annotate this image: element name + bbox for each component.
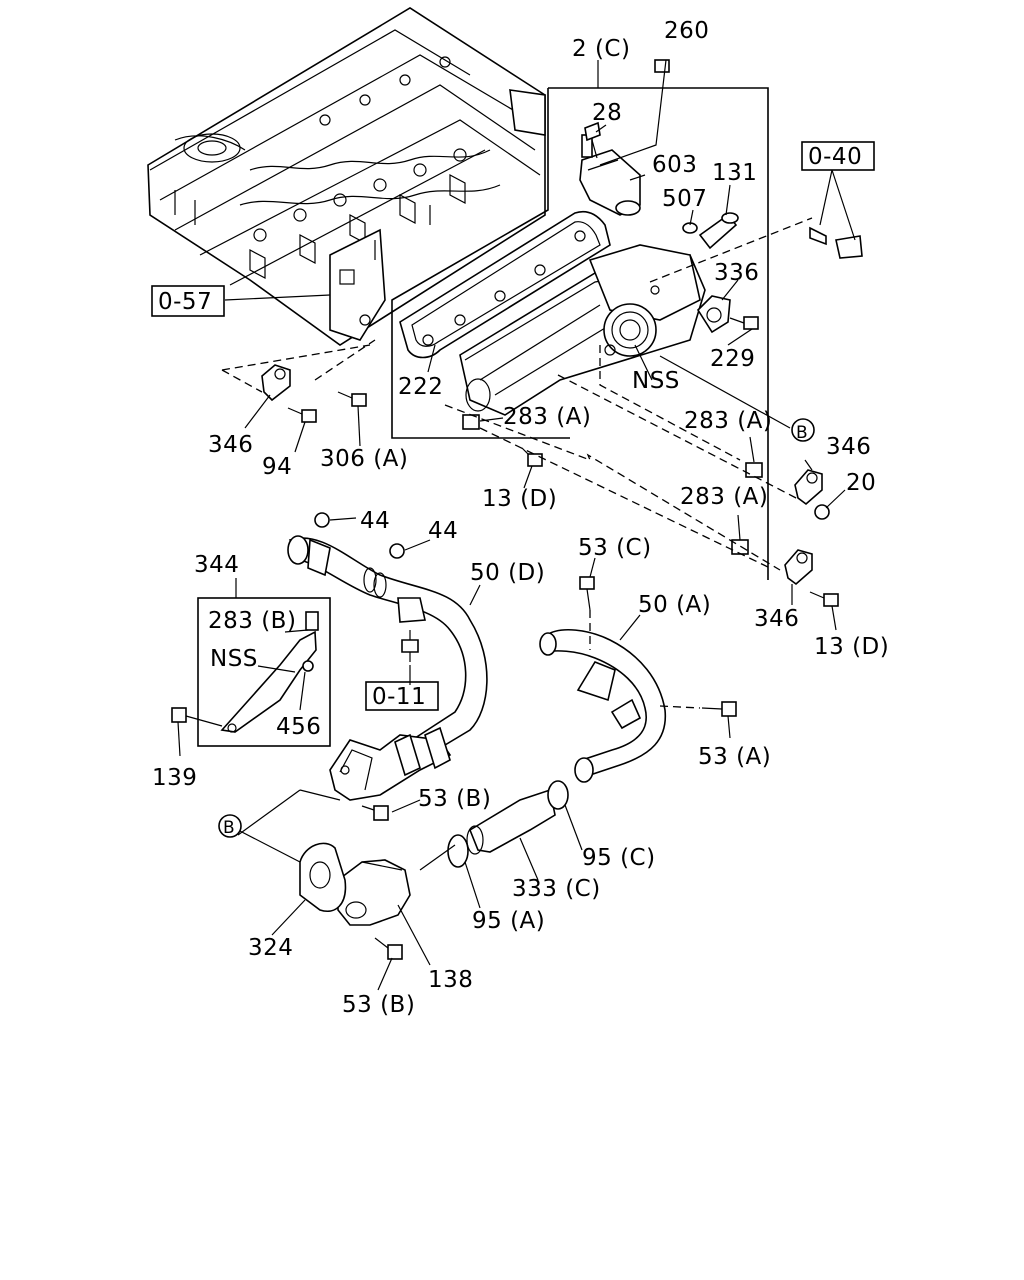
bolt-94 [287,407,317,423]
label-260: 260 [664,18,709,44]
label-44-1: 44 [360,508,390,534]
bolt-13d-lower [809,591,839,607]
bolt-53a [701,701,737,717]
label-603: 603 [652,152,697,178]
box-0-57 [151,285,225,317]
label-344: 344 [194,552,239,578]
egr-pipe-50a [539,629,667,783]
clip-346-lower [784,549,813,586]
label-95c: 95 (C) [582,845,656,871]
label-28: 28 [592,100,622,126]
bolt-53b-lower [374,937,403,960]
clip-346-left [261,364,291,402]
label-283a-1: 283 (A) [503,404,591,430]
label-346-2: 346 [826,434,871,460]
ref-circle-b-2 [218,814,242,838]
label-2c: 2 (C) [572,36,630,62]
fitting-0-40 [809,226,863,259]
spacer-283a-2 [745,462,763,478]
label-0-11: 0-11 [372,684,426,710]
flange-pipe-138 [337,859,411,926]
label-283b: 283 (B) [208,608,296,634]
label-20: 20 [846,470,876,496]
label-50d: 50 (D) [470,560,545,586]
label-0-40: 0-40 [808,144,862,170]
label-456: 456 [276,714,321,740]
label-95a: 95 (A) [472,908,545,934]
thermostat-336 [696,295,731,334]
bolt-53c [579,576,595,611]
stud-0-11 [401,630,419,662]
label-507: 507 [662,186,707,212]
upper-leader-lines [224,59,856,631]
label-94: 94 [262,454,292,480]
bolt-28 [584,121,601,159]
bracket-group-344 [197,597,331,747]
box-0-11 [365,681,439,711]
label-53b-2: 53 (B) [342,992,415,1018]
label-b-ref-2: B [223,818,235,838]
label-b-ref-1: B [796,423,808,443]
label-53b-1: 53 (B) [418,786,491,812]
lower-leader-lines [177,517,731,991]
label-53a: 53 (A) [698,744,771,770]
label-50a: 50 (A) [638,592,711,618]
hose-333c [466,788,556,855]
callout-labels: 2 (C) 260 28 603 131 507 0-40 336 229 0-… [151,18,889,1018]
label-333c: 333 (C) [512,876,601,902]
label-nss-bracket: NSS [210,646,258,672]
label-336: 336 [714,260,759,286]
label-346-1: 346 [208,432,253,458]
egr-gasket-222 [399,210,611,359]
bolt-13d-upper [521,447,543,467]
egr-valve-603 [579,134,641,216]
bolt-53b-upper [361,805,389,821]
clip-346-mid [794,469,823,506]
nut-20 [814,504,830,520]
nut-44-left [314,512,330,528]
label-138: 138 [428,967,473,993]
dashed-connection-lines-upper [221,217,813,571]
engine-cylinder-head [147,7,546,346]
label-13d-1: 13 (D) [482,486,557,512]
clamp-95c [547,780,569,810]
bolt-139 [171,707,223,727]
bolt-229 [729,316,759,330]
label-283a-2: 283 (A) [684,408,772,434]
fitting-260 [654,59,670,73]
box-0-40 [801,141,875,171]
label-53c: 53 (C) [578,535,652,561]
gasket-324 [299,842,347,912]
bolt-306a [337,391,367,407]
label-44-2: 44 [428,518,458,544]
label-13d-2: 13 (D) [814,634,889,660]
label-283a-3: 283 (A) [680,484,768,510]
ref-circle-b-1 [791,418,815,442]
label-0-57: 0-57 [158,289,212,315]
label-306a: 306 (A) [320,446,408,472]
label-nss-top: NSS [632,368,680,394]
label-131: 131 [712,160,757,186]
egr-pipe-50d [287,535,488,801]
egr-cooler-body [459,244,706,416]
nut-44-right [389,543,405,559]
label-222: 222 [398,374,443,400]
pipe-fitting-131 [698,212,739,250]
label-139: 139 [152,765,197,791]
label-229: 229 [710,346,755,372]
clamp-95a [447,834,469,868]
label-346-3: 346 [754,606,799,632]
label-324: 324 [248,935,293,961]
